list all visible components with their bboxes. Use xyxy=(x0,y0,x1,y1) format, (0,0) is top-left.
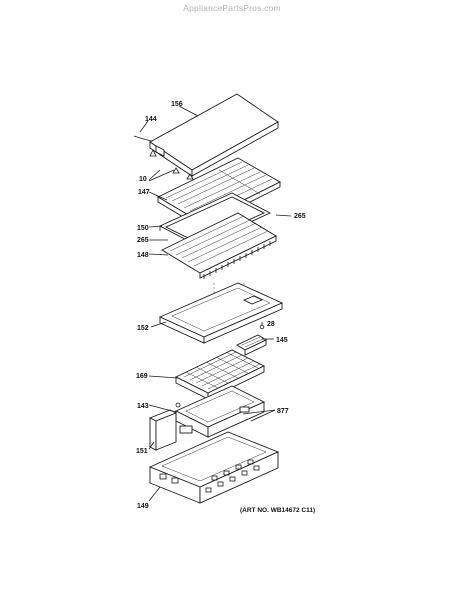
callout-145: 145 xyxy=(276,337,288,344)
callout-152: 152 xyxy=(137,325,149,332)
bracket-part-151 xyxy=(148,409,193,451)
callout-151: 151 xyxy=(136,448,148,455)
callout-149: 149 xyxy=(137,503,149,510)
art-number: (ART NO. WB14672 C11) xyxy=(240,507,315,514)
callout-265-right: 265 xyxy=(294,213,306,220)
leader-lines xyxy=(139,105,292,502)
callout-150: 150 xyxy=(137,225,149,232)
clip-icon xyxy=(175,402,181,408)
main-pan-part-149 xyxy=(148,431,280,504)
callout-156: 156 xyxy=(171,101,183,108)
callout-28: 28 xyxy=(267,321,275,328)
liner-part-152 xyxy=(158,282,284,344)
callout-147: 147 xyxy=(138,189,150,196)
screws-part-10 xyxy=(149,149,194,180)
callout-265-left: 265 xyxy=(137,237,149,244)
callout-148: 148 xyxy=(137,252,149,259)
watermark: AppliancePartsPros.com xyxy=(183,3,281,13)
callout-10: 10 xyxy=(139,176,147,183)
callout-877: 877 xyxy=(277,408,289,415)
cover-part-156 xyxy=(149,93,279,177)
drip-tray-part-143 xyxy=(174,385,266,438)
rack-part-148 xyxy=(161,212,277,279)
connector-part-145 xyxy=(236,324,267,356)
callout-169: 169 xyxy=(136,373,148,380)
callout-144: 144 xyxy=(145,116,157,123)
callout-143: 143 xyxy=(137,403,149,410)
wire-part-144 xyxy=(133,135,153,142)
